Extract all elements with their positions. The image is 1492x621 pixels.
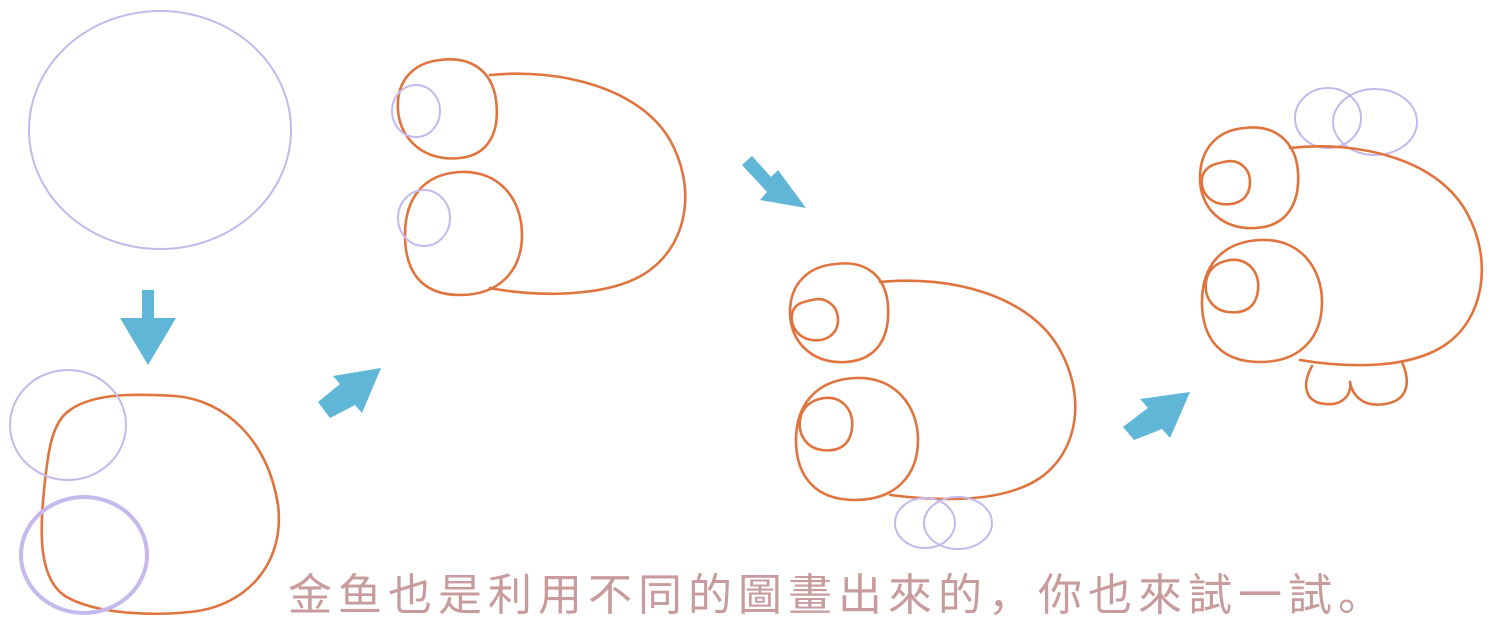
step-5-body-outline [1288, 145, 1484, 367]
step-5-tail-guide-right [1332, 88, 1418, 156]
step-2-body-with-eye-guides [9, 369, 281, 616]
step-2-eye-guide-top [9, 369, 127, 481]
step-4-upper-pupil [790, 297, 840, 342]
step-5-tail-guide-left [1294, 87, 1362, 149]
step-4-upper-eye [788, 262, 890, 364]
step-3-upper-eye [396, 58, 499, 160]
step-4-lower-eye [794, 376, 920, 502]
arrow-up-right-1 [318, 368, 381, 418]
step-5-finished-goldfish [1198, 87, 1484, 406]
arrow-down [120, 290, 176, 365]
step-3-pupil-guide-bottom [397, 189, 451, 247]
step-4-fin-guide-left [894, 497, 956, 549]
arrow-down-right [742, 156, 806, 208]
step-5-upper-eye [1198, 126, 1300, 230]
step-3-body-outline [488, 72, 687, 296]
step-4-body-outline [878, 279, 1077, 501]
step-3-lower-eye [403, 170, 524, 297]
step-5-lower-eye [1200, 238, 1324, 364]
step-4-fin-guide-right [923, 496, 993, 550]
caption-text: 金鱼也是利用不同的圖畫出來的，你也來試一試。 [288, 570, 1388, 621]
step-5-upper-pupil [1200, 159, 1252, 206]
step-3-body-with-eyes [391, 58, 687, 297]
step-4-lower-pupil [798, 396, 854, 452]
step-1-circle [28, 10, 292, 250]
arrow-up-right-2 [1123, 392, 1190, 440]
step-4-body-with-pupils [788, 262, 1077, 550]
step-1-guide-circle [28, 10, 292, 250]
step-5-lower-pupil [1204, 258, 1260, 314]
step-3-pupil-guide-top [391, 84, 441, 138]
step-5-fins [1304, 360, 1409, 406]
step-2-body-outline [40, 393, 281, 616]
step-2-eye-guide-bottom [19, 495, 149, 615]
